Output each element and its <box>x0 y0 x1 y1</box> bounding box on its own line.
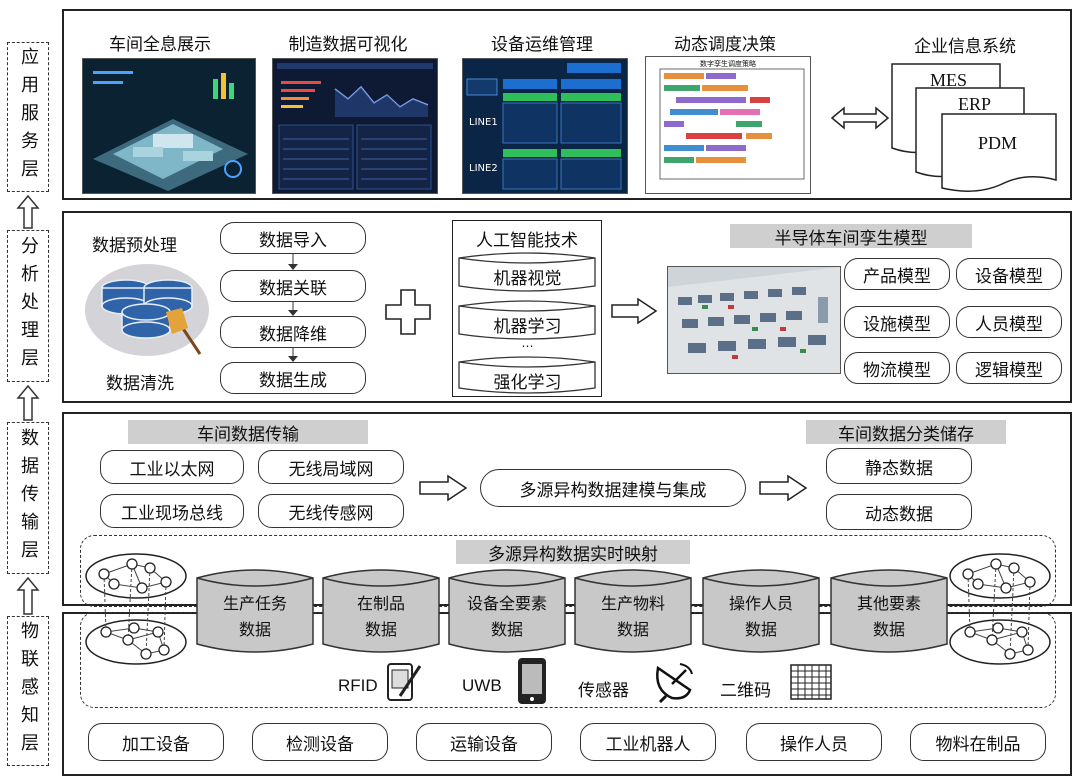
side-up-arrows <box>0 0 60 782</box>
data-cylinder: 生产物料数据 <box>574 568 692 654</box>
data-cylinder-label: 生产任务 <box>196 592 314 616</box>
rfid-reader-icon <box>386 660 422 704</box>
network-ethernet: 工业以太网 <box>100 450 244 484</box>
ai-ellipsis: … <box>455 336 600 350</box>
erp-label: ERP <box>958 94 991 115</box>
rfid-label: RFID <box>338 676 378 696</box>
uwb-tag-icon <box>516 656 548 706</box>
step-data-import: 数据导入 <box>220 222 366 254</box>
device-operator: 操作人员 <box>746 723 882 761</box>
model-logistics: 物流模型 <box>844 352 950 384</box>
qrcode-label: 二维码 <box>720 676 771 701</box>
double-arrow-icon <box>830 105 890 131</box>
data-cylinder: 在制品数据 <box>322 568 440 654</box>
equipment-maintenance-thumbnail: LINE1 LINE2 <box>462 58 628 194</box>
data-cylinder: 其他要素数据 <box>830 568 948 654</box>
uwb-label: UWB <box>462 676 502 696</box>
up-arrow-icon <box>18 386 38 420</box>
line2-text: LINE2 <box>469 163 498 174</box>
integration-box: 多源异构数据建模与集成 <box>480 469 746 507</box>
data-cylinder-label: 设备全要素 <box>448 592 566 616</box>
title-holo: 车间全息展示 <box>85 30 235 55</box>
enterprise-systems-documents <box>890 62 1062 192</box>
sensor-label: 传感器 <box>578 676 629 701</box>
device-transport: 运输设备 <box>416 723 552 761</box>
data-cylinder: 设备全要素数据 <box>448 568 566 654</box>
right-arrow-icon <box>418 474 468 502</box>
plus-icon <box>384 288 432 336</box>
data-cylinder: 操作人员数据 <box>702 568 820 654</box>
ai-machine-vision: 机器视觉 <box>455 264 600 289</box>
data-cylinder-label: 在制品 <box>322 592 440 616</box>
preprocess-title: 数据预处理 <box>92 231 177 256</box>
holo-workshop-thumbnail <box>82 58 256 194</box>
workshop-3d-model-image <box>667 266 841 374</box>
device-robot: 工业机器人 <box>580 723 716 761</box>
title-maintenance: 设备运维管理 <box>462 30 622 55</box>
model-logic: 逻辑模型 <box>956 352 1062 384</box>
data-visualization-thumbnail <box>272 58 438 194</box>
data-cylinder: 生产任务数据 <box>196 568 314 654</box>
model-product: 产品模型 <box>844 258 950 290</box>
gantt-chart-thumbnail: 数字孪生调度策略 <box>645 56 811 194</box>
title-scheduling: 动态调度决策 <box>640 30 810 55</box>
data-cylinder-label: 生产物料 <box>574 592 692 616</box>
data-cylinder-label: 数据 <box>830 618 948 642</box>
network-fieldbus: 工业现场总线 <box>100 494 244 528</box>
step-data-generation: 数据生成 <box>220 362 366 394</box>
ai-reinforcement-learning: 强化学习 <box>455 368 600 393</box>
mapping-title: 多源异构数据实时映射 <box>456 540 690 564</box>
ai-title: 人工智能技术 <box>452 226 602 251</box>
model-equipment: 设备模型 <box>956 258 1062 290</box>
network-wlan: 无线局域网 <box>258 450 404 484</box>
data-cylinder-label: 数据 <box>196 618 314 642</box>
right-arrow-icon <box>758 474 808 502</box>
twin-model-title: 半导体车间孪生模型 <box>730 224 972 248</box>
pdm-label: PDM <box>978 133 1017 154</box>
satellite-dish-icon <box>652 660 694 702</box>
network-graph-icon <box>946 552 1056 668</box>
title-enterprise-systems: 企业信息系统 <box>890 32 1040 57</box>
device-machining: 加工设备 <box>88 723 224 761</box>
network-sensor: 无线传感网 <box>258 494 404 528</box>
data-cylinder-label: 数据 <box>322 618 440 642</box>
model-facility: 设施模型 <box>844 306 950 338</box>
right-arrow-icon <box>610 297 658 325</box>
storage-static: 静态数据 <box>826 448 972 484</box>
database-cleaning-icon <box>82 258 212 362</box>
data-cylinder-label: 其他要素 <box>830 592 948 616</box>
model-personnel: 人员模型 <box>956 306 1062 338</box>
qrcode-icon <box>790 664 832 700</box>
data-cylinder-label: 数据 <box>702 618 820 642</box>
title-visual: 制造数据可视化 <box>268 30 428 55</box>
line1-text: LINE1 <box>469 117 498 128</box>
data-cylinder-label: 操作人员 <box>702 592 820 616</box>
mes-label: MES <box>930 70 967 91</box>
device-inspection: 检测设备 <box>252 723 388 761</box>
step-arrows <box>286 254 300 364</box>
storage-dynamic: 动态数据 <box>826 494 972 530</box>
network-graph-icon <box>84 552 194 668</box>
transfer-title: 车间数据传输 <box>128 420 368 444</box>
up-arrow-icon <box>18 578 38 614</box>
up-arrow-icon <box>18 196 38 228</box>
data-cylinder-label: 数据 <box>448 618 566 642</box>
device-wip-material: 物料在制品 <box>910 723 1046 761</box>
ai-machine-learning: 机器学习 <box>455 312 600 337</box>
data-cylinder-label: 数据 <box>574 618 692 642</box>
data-cleaning-label: 数据清洗 <box>106 369 174 394</box>
storage-title: 车间数据分类储存 <box>806 420 1006 444</box>
